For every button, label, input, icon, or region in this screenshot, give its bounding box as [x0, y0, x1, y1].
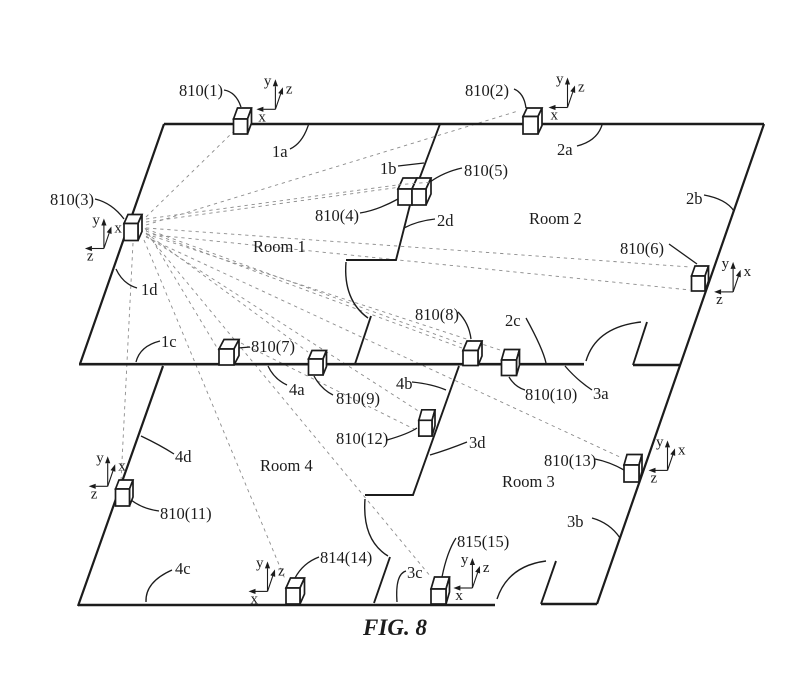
svg-text:810(6): 810(6): [620, 239, 664, 258]
svg-text:x: x: [258, 109, 266, 125]
svg-text:810(11): 810(11): [160, 504, 212, 523]
svg-text:x: x: [455, 588, 463, 604]
svg-text:x: x: [118, 458, 126, 474]
svg-text:815(15): 815(15): [457, 532, 509, 551]
svg-text:x: x: [678, 442, 686, 458]
svg-text:810(12): 810(12): [336, 429, 388, 448]
svg-text:y: y: [256, 555, 264, 571]
svg-text:4d: 4d: [175, 447, 192, 466]
svg-text:810(2): 810(2): [465, 81, 509, 100]
svg-text:Room 3: Room 3: [502, 472, 555, 491]
svg-text:810(3): 810(3): [50, 190, 94, 209]
svg-text:x: x: [744, 264, 752, 280]
svg-text:810(1): 810(1): [179, 81, 223, 100]
svg-text:3d: 3d: [469, 433, 486, 452]
svg-text:y: y: [656, 434, 664, 450]
svg-text:z: z: [483, 560, 490, 576]
svg-text:Room 4: Room 4: [260, 456, 313, 475]
svg-text:y: y: [461, 552, 469, 568]
svg-text:2d: 2d: [437, 211, 454, 230]
svg-text:2a: 2a: [557, 140, 573, 159]
svg-text:z: z: [578, 80, 585, 96]
svg-text:Room 1: Room 1: [253, 237, 306, 256]
svg-text:x: x: [114, 221, 122, 237]
svg-text:810(7): 810(7): [251, 337, 295, 356]
svg-text:3b: 3b: [567, 512, 584, 531]
svg-text:1c: 1c: [161, 332, 177, 351]
svg-text:z: z: [87, 249, 94, 265]
svg-text:3c: 3c: [407, 563, 423, 582]
svg-text:810(13): 810(13): [544, 451, 596, 470]
svg-text:810(4): 810(4): [315, 206, 359, 225]
svg-text:2b: 2b: [686, 189, 703, 208]
svg-text:810(8): 810(8): [415, 305, 459, 324]
svg-text:810(10): 810(10): [525, 385, 577, 404]
svg-text:z: z: [91, 486, 98, 502]
svg-text:z: z: [716, 292, 723, 308]
svg-text:y: y: [92, 213, 100, 229]
svg-text:814(14): 814(14): [320, 548, 372, 567]
svg-text:z: z: [651, 470, 658, 486]
svg-text:y: y: [722, 256, 730, 272]
svg-text:z: z: [278, 563, 285, 579]
svg-text:4b: 4b: [396, 374, 413, 393]
svg-text:1d: 1d: [141, 280, 158, 299]
svg-text:y: y: [556, 72, 564, 88]
svg-text:x: x: [551, 108, 559, 124]
svg-text:4a: 4a: [289, 380, 305, 399]
svg-text:y: y: [96, 450, 104, 466]
svg-text:Room 2: Room 2: [529, 209, 582, 228]
svg-text:3a: 3a: [593, 384, 609, 403]
svg-text:FIG. 8: FIG. 8: [362, 615, 427, 640]
svg-text:4c: 4c: [175, 559, 191, 578]
svg-text:810(9): 810(9): [336, 389, 380, 408]
svg-text:1b: 1b: [380, 159, 397, 178]
svg-text:x: x: [251, 591, 259, 607]
svg-text:810(5): 810(5): [464, 161, 508, 180]
svg-text:y: y: [264, 73, 272, 89]
svg-text:1a: 1a: [272, 142, 288, 161]
svg-text:z: z: [286, 81, 293, 97]
svg-text:2c: 2c: [505, 311, 521, 330]
